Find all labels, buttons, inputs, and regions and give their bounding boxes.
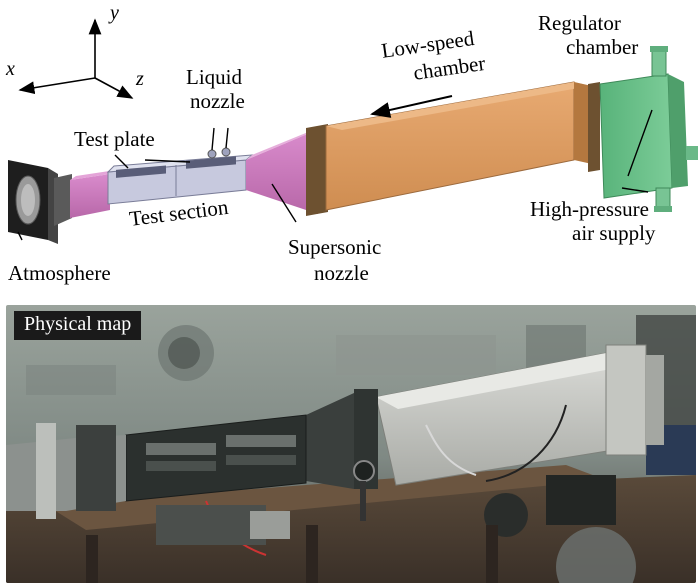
atmosphere-label: Atmosphere — [8, 261, 111, 285]
atmosphere-outlet — [8, 160, 72, 244]
liquid-nozzle-label-line2: nozzle — [190, 89, 245, 113]
physical-map-title: Physical map — [14, 311, 142, 340]
regulator-label-line2: chamber — [566, 35, 639, 59]
test-plate-label: Test plate — [74, 127, 155, 151]
high-pressure-label-line1: High-pressure — [530, 197, 649, 221]
regulator-label-line1: Regulator — [538, 11, 621, 35]
low-speed-chamber — [306, 81, 600, 216]
regulator-chamber — [599, 46, 698, 212]
x-axis-label: x — [6, 58, 15, 80]
supersonic-nozzle-label-line1: Supersonic — [288, 235, 382, 259]
y-axis-label: y — [110, 2, 119, 24]
leader-lines — [17, 109, 653, 241]
schematic-diagram: y x z Low-speed chamber Regulator chambe… — [6, 2, 698, 285]
test-section — [106, 147, 254, 205]
flow-direction-arrow — [370, 95, 453, 118]
supersonic-nozzle-label-line2: nozzle — [314, 261, 369, 285]
outlet-duct — [70, 170, 116, 218]
schematic-svg — [8, 18, 698, 244]
coordinate-axes — [18, 18, 134, 99]
photo-illustration — [6, 305, 696, 583]
z-axis-label: z — [136, 68, 144, 90]
liquid-nozzle-label-line1: Liquid — [186, 65, 242, 89]
physical-map-photo: Physical map — [6, 305, 696, 583]
high-pressure-label-line2: air supply — [572, 221, 656, 245]
